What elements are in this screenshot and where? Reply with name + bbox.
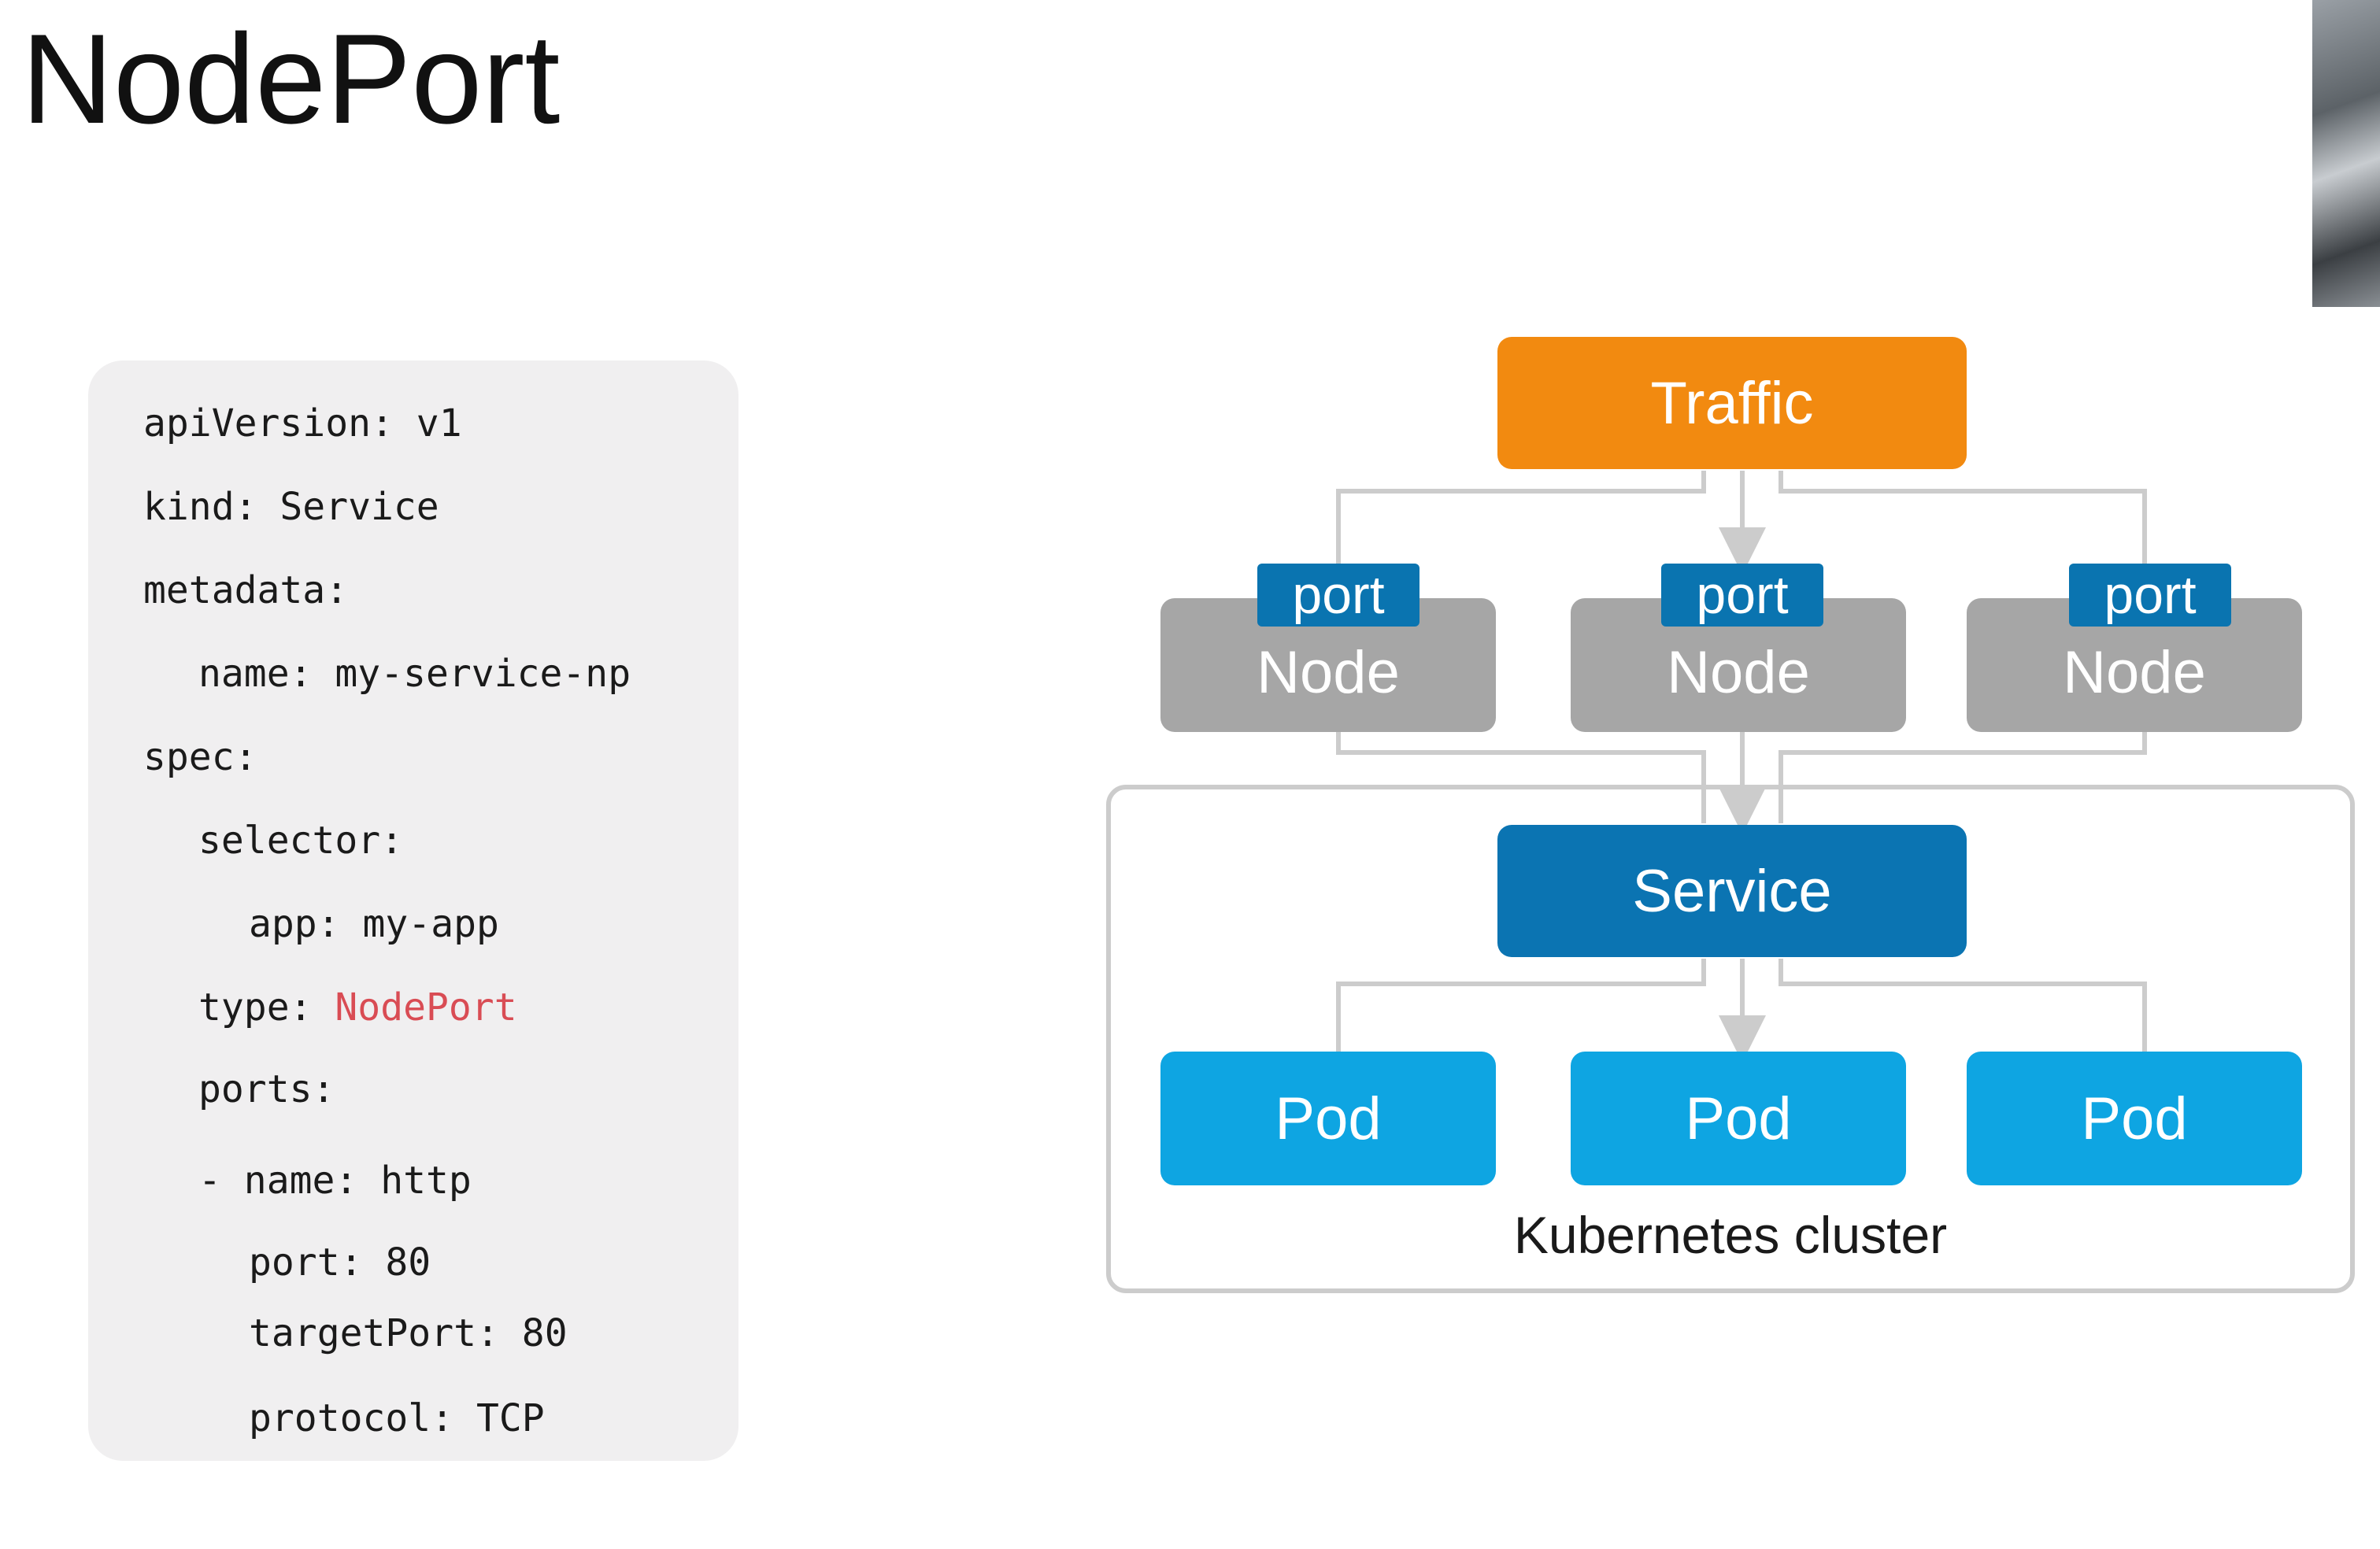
pod-box: Pod xyxy=(1571,1052,1906,1185)
yaml-key: - name: xyxy=(198,1159,358,1203)
yaml-value: Service xyxy=(279,485,439,529)
kubernetes-cluster-label: Kubernetes cluster xyxy=(1513,1206,1948,1264)
yaml-value: http xyxy=(380,1159,472,1203)
yaml-value: 80 xyxy=(521,1311,568,1355)
code-line: targetPort: 80 xyxy=(249,1314,568,1352)
presenter-camera-thumbnail xyxy=(2312,0,2380,307)
code-line: kind: Service xyxy=(143,488,439,526)
connector-node-left-to-service xyxy=(1336,732,1706,823)
slide-title: NodePort xyxy=(21,8,561,150)
yaml-key: name: xyxy=(198,652,313,696)
code-line: spec: xyxy=(143,738,257,776)
code-line: selector: xyxy=(198,822,403,860)
yaml-key: ports: xyxy=(198,1067,335,1111)
pod-box: Pod xyxy=(1160,1052,1496,1185)
yaml-value: v1 xyxy=(416,401,462,445)
yaml-key: targetPort: xyxy=(249,1311,499,1355)
yaml-value-highlighted: NodePort xyxy=(335,985,517,1030)
yaml-key: type: xyxy=(198,985,313,1030)
yaml-key: spec: xyxy=(143,735,257,779)
code-line: port: 80 xyxy=(249,1244,431,1281)
node-port-tag: port xyxy=(1661,564,1823,627)
yaml-key: selector: xyxy=(198,819,404,863)
code-line: apiVersion: v1 xyxy=(143,405,462,442)
node-port-tag: port xyxy=(2069,564,2231,627)
yaml-key: protocol: xyxy=(249,1396,454,1440)
connector-service-to-pod-left xyxy=(1336,959,1706,1052)
connector-traffic-to-node-right xyxy=(1779,471,2147,564)
service-box: Service xyxy=(1497,825,1967,957)
code-line: protocol: TCP xyxy=(249,1399,545,1437)
yaml-key: apiVersion: xyxy=(143,401,394,445)
code-line: name: my-service-np xyxy=(198,655,631,693)
node-box: Node xyxy=(1571,598,1906,732)
yaml-key: port: xyxy=(249,1240,363,1285)
connector-node-right-to-service xyxy=(1779,732,2147,823)
yaml-key: app: xyxy=(249,902,340,946)
node-port-tag: port xyxy=(1257,564,1419,627)
connector-traffic-to-node-left xyxy=(1336,471,1706,564)
code-line: - name: http xyxy=(198,1162,472,1200)
code-line: ports: xyxy=(198,1070,335,1108)
pod-box: Pod xyxy=(1967,1052,2302,1185)
code-line: app: my-app xyxy=(249,905,499,943)
code-line: type: NodePort xyxy=(198,989,517,1026)
yaml-value: my-service-np xyxy=(335,652,631,696)
yaml-value: 80 xyxy=(385,1240,431,1285)
yaml-key: metadata: xyxy=(143,568,349,612)
traffic-box: Traffic xyxy=(1497,337,1967,469)
yaml-key: kind: xyxy=(143,485,257,529)
code-line: metadata: xyxy=(143,571,348,609)
yaml-code-panel: apiVersion: v1 kind: Service metadata: n… xyxy=(88,360,738,1461)
yaml-value: my-app xyxy=(362,902,499,946)
yaml-value: TCP xyxy=(476,1396,545,1440)
connector-service-to-pod-right xyxy=(1779,959,2147,1052)
